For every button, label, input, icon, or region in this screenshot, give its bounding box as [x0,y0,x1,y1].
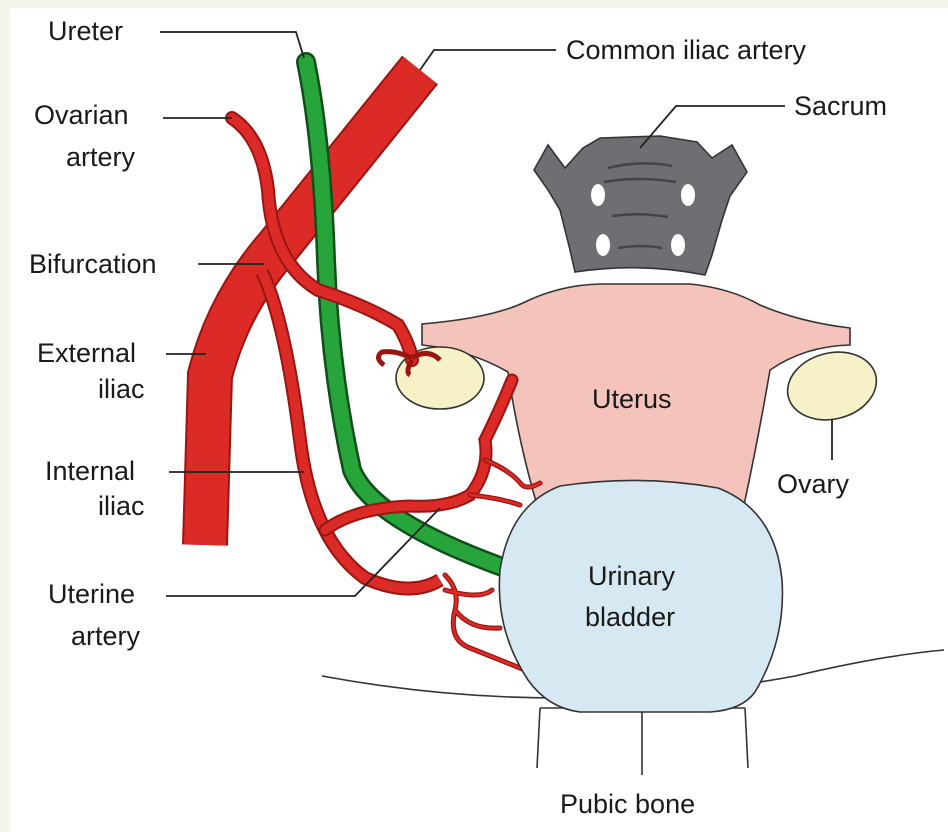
label-pubic-bone: Pubic bone [560,789,695,819]
label-sacrum: Sacrum [794,91,887,121]
urinary-bladder [499,480,782,712]
label-bladder-line1: Urinary [588,561,676,591]
label-common-iliac-artery: Common iliac artery [566,35,807,65]
label-internal-line1: Internal [45,456,135,486]
label-ovarian-line2: artery [66,142,136,172]
label-uterine-line2: artery [71,621,141,651]
label-ovarian-line1: Ovarian [34,100,129,130]
sacrum [534,136,747,275]
label-external-line2: iliac [98,374,145,404]
label-bifurcation: Bifurcation [29,249,157,279]
label-uterus: Uterus [592,384,672,414]
label-external-line1: External [37,338,136,368]
label-uterine-line1: Uterine [48,579,135,609]
label-internal-line2: iliac [98,491,145,521]
label-ureter: Ureter [48,16,123,46]
label-ovary: Ovary [777,469,850,499]
label-bladder-line2: bladder [585,602,675,632]
pubic-bone [537,708,748,775]
